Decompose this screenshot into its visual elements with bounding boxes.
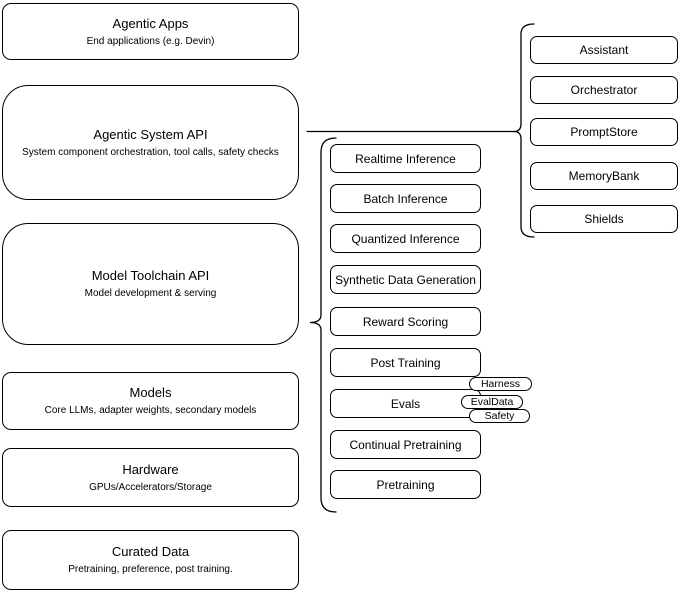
node-title: Agentic Apps bbox=[112, 15, 189, 31]
node-shields: Shields bbox=[530, 205, 678, 233]
node-subtitle: GPUs/Accelerators/Storage bbox=[89, 481, 212, 493]
node-quantized-inference: Quantized Inference bbox=[330, 224, 481, 253]
node-agentic-system-api: Agentic System API System component orch… bbox=[2, 85, 299, 200]
node-subtitle: Core LLMs, adapter weights, secondary mo… bbox=[44, 405, 257, 416]
node-pretraining: Pretraining bbox=[330, 470, 481, 499]
node-orchestrator: Orchestrator bbox=[530, 76, 678, 104]
node-agentic-apps: Agentic Apps End applications (e.g. Devi… bbox=[2, 3, 299, 60]
node-label: Assistant bbox=[579, 43, 629, 57]
pill-label: EvalData bbox=[470, 396, 514, 408]
node-title: Models bbox=[129, 385, 172, 400]
node-model-toolchain-api: Model Toolchain API Model development & … bbox=[2, 223, 299, 345]
node-label: Reward Scoring bbox=[362, 314, 449, 329]
node-label: PromptStore bbox=[570, 125, 638, 139]
node-evals: Evals bbox=[330, 389, 481, 418]
node-continual-pretraining: Continual Pretraining bbox=[330, 430, 481, 459]
node-title: Hardware bbox=[122, 461, 179, 477]
node-label: MemoryBank bbox=[568, 169, 640, 183]
node-memorybank: MemoryBank bbox=[530, 162, 678, 190]
node-subtitle: System component orchestration, tool cal… bbox=[22, 146, 279, 158]
node-label: Batch Inference bbox=[363, 191, 448, 206]
node-batch-inference: Batch Inference bbox=[330, 184, 481, 213]
node-subtitle: Model development & serving bbox=[84, 288, 217, 299]
node-label: Shields bbox=[584, 212, 624, 226]
node-label: Realtime Inference bbox=[355, 151, 456, 166]
node-promptstore: PromptStore bbox=[530, 118, 678, 146]
node-title: Agentic System API bbox=[93, 126, 208, 142]
node-assistant: Assistant bbox=[530, 36, 678, 64]
node-hardware: Hardware GPUs/Accelerators/Storage bbox=[2, 448, 299, 507]
node-title: Model Toolchain API bbox=[91, 268, 210, 283]
node-realtime-inference: Realtime Inference bbox=[330, 144, 481, 173]
node-synthetic-data-generation: Synthetic Data Generation bbox=[330, 265, 481, 294]
node-label: Continual Pretraining bbox=[349, 437, 462, 452]
pill-label: Harness bbox=[480, 378, 521, 390]
pill-harness: Harness bbox=[469, 377, 532, 391]
node-label: Quantized Inference bbox=[351, 231, 460, 246]
node-reward-scoring: Reward Scoring bbox=[330, 307, 481, 336]
node-models: Models Core LLMs, adapter weights, secon… bbox=[2, 372, 299, 430]
pill-label: Safety bbox=[484, 410, 515, 422]
node-label: Synthetic Data Generation bbox=[335, 272, 476, 287]
node-curated-data: Curated Data Pretraining, preference, po… bbox=[2, 530, 299, 590]
node-label: Orchestrator bbox=[570, 83, 638, 97]
pill-safety: Safety bbox=[469, 409, 530, 423]
node-title: Curated Data bbox=[111, 544, 190, 559]
node-label: Post Training bbox=[370, 355, 441, 370]
node-post-training: Post Training bbox=[330, 348, 481, 377]
node-subtitle: End applications (e.g. Devin) bbox=[86, 35, 215, 47]
pill-evaldata: EvalData bbox=[461, 395, 523, 409]
node-subtitle: Pretraining, preference, post training. bbox=[68, 564, 233, 575]
node-label: Evals bbox=[390, 396, 421, 411]
node-label: Pretraining bbox=[376, 477, 435, 492]
